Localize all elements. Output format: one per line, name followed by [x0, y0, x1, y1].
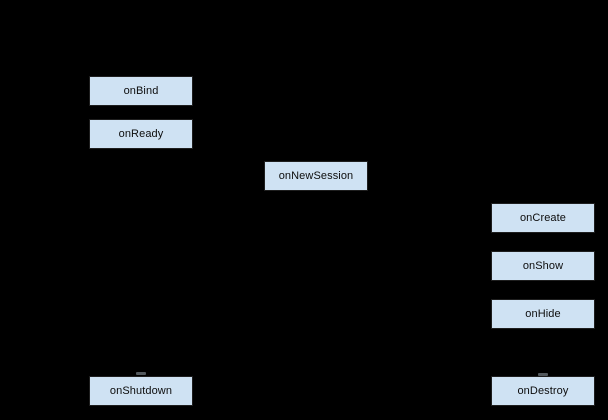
diagram-node-ondestroy: onDestroy [491, 376, 595, 406]
diagram-node-onready: onReady [89, 119, 193, 149]
arrowhead-artifact [538, 373, 548, 376]
arrowhead-artifact [136, 372, 146, 375]
diagram-node-oncreate: onCreate [491, 203, 595, 233]
diagram-node-onbind: onBind [89, 76, 193, 106]
diagram-node-onnewsession: onNewSession [264, 161, 368, 191]
diagram-node-onshutdown: onShutdown [89, 376, 193, 406]
diagram-node-onshow: onShow [491, 251, 595, 281]
diagram-node-onhide: onHide [491, 299, 595, 329]
